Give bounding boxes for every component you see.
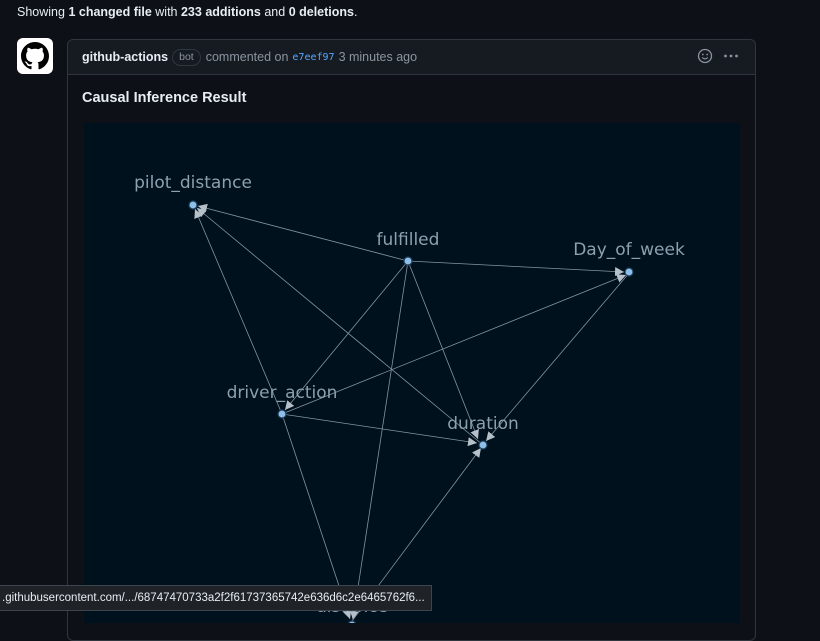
deletions-count: 0 deletions xyxy=(288,5,354,19)
comment-author[interactable]: github-actions xyxy=(82,50,169,64)
node-driver-action xyxy=(277,409,287,419)
summary-middle-2: and xyxy=(260,5,289,19)
diff-summary: Showing 1 changed file with 233 addition… xyxy=(17,5,357,19)
edge-fulfilled-pilot-distance xyxy=(197,203,409,262)
edge-fulfilled-duration xyxy=(407,260,479,440)
edge-fulfilled-driver-action xyxy=(284,260,409,411)
github-logo-icon xyxy=(21,42,49,70)
causal-graph: pilot_distance fulfilled Day_of_week dri… xyxy=(84,123,740,630)
smiley-icon[interactable] xyxy=(697,48,713,64)
label-fulfilled: fulfilled xyxy=(377,230,440,250)
label-duration: duration xyxy=(447,414,519,434)
bot-badge: bot xyxy=(172,48,201,66)
comment-header: github-actions bot commented on e7eef97 … xyxy=(68,40,755,75)
node-fulfilled xyxy=(403,256,413,266)
node-day-of-week xyxy=(624,267,634,277)
avatar[interactable] xyxy=(17,38,53,74)
label-pilot-distance: pilot_distance xyxy=(134,173,252,193)
edge-driver-action-pilot-distance xyxy=(194,208,283,415)
result-title: Causal Inference Result xyxy=(82,90,247,106)
comment-time[interactable]: 3 minutes ago xyxy=(338,50,418,64)
node-distance xyxy=(347,620,357,630)
comment-box: github-actions bot commented on e7eef97 … xyxy=(67,39,756,641)
edge-duration-pilot-distance xyxy=(196,207,484,446)
edge-driver-action-distance xyxy=(281,413,352,620)
label-driver-action: driver_action xyxy=(227,383,338,403)
edge-fulfilled-day-of-week xyxy=(407,260,625,277)
kebab-menu-icon[interactable] xyxy=(723,48,739,64)
edge-fulfilled-distance xyxy=(349,260,409,621)
summary-middle-1: with xyxy=(151,5,181,19)
edge-day-of-week-duration xyxy=(485,271,631,442)
label-day-of-week: Day_of_week xyxy=(573,240,685,260)
edge-driver-action-duration xyxy=(281,413,478,447)
status-bar-url: .githubusercontent.com/.../68747470733a2… xyxy=(0,585,432,611)
changed-files-count: 1 changed file xyxy=(68,5,152,19)
comment-action: commented on xyxy=(205,50,289,64)
header-actions xyxy=(697,48,739,64)
summary-suffix: . xyxy=(353,5,358,19)
additions-count: 233 additions xyxy=(180,5,261,19)
node-pilot-distance xyxy=(188,200,198,210)
node-duration xyxy=(478,440,488,450)
commit-link[interactable]: e7eef97 xyxy=(292,51,335,63)
edge-driver-action-day-of-week xyxy=(281,274,627,415)
summary-prefix: Showing xyxy=(17,5,69,19)
causal-graph-svg: pilot_distance fulfilled Day_of_week dri… xyxy=(134,173,685,630)
